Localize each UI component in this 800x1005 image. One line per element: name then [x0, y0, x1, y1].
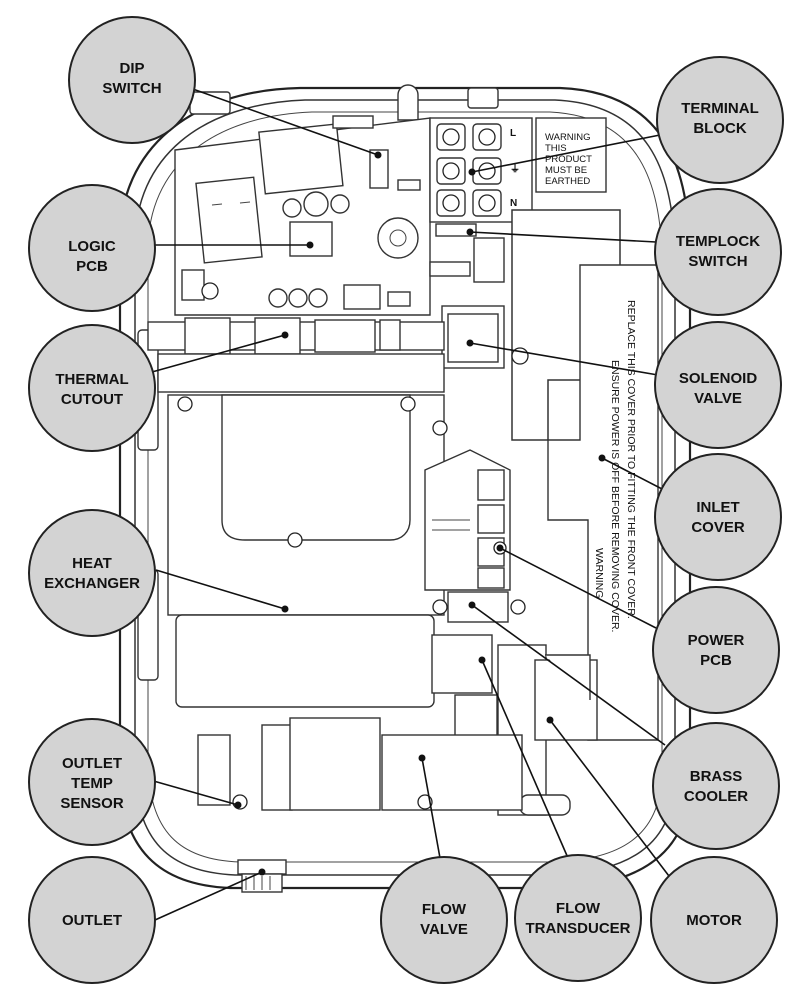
- callout-label-line: SOLENOID: [679, 370, 758, 387]
- earth-warning-label: WARNING THIS PRODUCT MUST BE EARTHED: [535, 117, 607, 193]
- solenoid-valve: [441, 305, 529, 369]
- callout-label-line: MOTOR: [686, 912, 742, 929]
- earth-warning-line-2: THIS: [545, 143, 567, 154]
- callout-label-line: INLET: [696, 499, 739, 516]
- callout-label-line: CUTOUT: [61, 391, 123, 408]
- inlet-cover: REPLACE THIS COVER PRIOR TO FITTING THE …: [511, 209, 659, 741]
- callout-label-line: COVER: [691, 519, 745, 536]
- earth-warning-line-3: PRODUCT: [545, 154, 592, 165]
- callout-label-line: SWITCH: [102, 80, 161, 97]
- callout-label-line: FLOW: [422, 901, 467, 918]
- callout-label-line: FLOW: [556, 900, 601, 917]
- callout-motor: MOTOR: [650, 856, 778, 984]
- outlet-assembly: [197, 717, 381, 893]
- callout-label-line: COOLER: [684, 788, 748, 805]
- callout-label-line: OUTLET: [62, 912, 122, 929]
- cover-warning-line-2: ENSURE POWER IS OFF BEFORE REMOVING COVE…: [609, 360, 621, 632]
- logic-pcb-board: [174, 115, 471, 316]
- callout-label-line: POWER: [688, 632, 745, 649]
- callout-solenoid-valve: SOLENOID VALVE: [654, 321, 782, 449]
- callout-thermal-cutout: THERMAL CUTOUT: [28, 324, 156, 452]
- earth-warning-line-5: EARTHED: [545, 176, 590, 187]
- terminal-block: L N ⏚: [429, 117, 533, 223]
- callout-label-line: VALVE: [420, 921, 468, 938]
- callout-label-line: DIP: [119, 60, 144, 77]
- callout-label-line: TEMP: [71, 775, 113, 792]
- callout-label-line: TRANSDUCER: [526, 920, 631, 937]
- callout-label-line: TEMPLOCK: [676, 233, 760, 250]
- callout-label-line: TERMINAL: [681, 100, 759, 117]
- terminal-neutral-label: N: [510, 198, 517, 209]
- callout-outlet-temp-sensor: OUTLET TEMP SENSOR: [28, 718, 156, 846]
- terminal-live-label: L: [510, 128, 516, 139]
- callout-label-line: BLOCK: [693, 120, 746, 137]
- earth-warning-line-1: WARNING: [545, 132, 591, 143]
- callout-label-line: PCB: [700, 652, 732, 669]
- callout-label-line: LOGIC: [68, 238, 116, 255]
- callout-label-line: SENSOR: [60, 795, 124, 812]
- leader-lines: [149, 87, 673, 921]
- callout-label-line: OUTLET: [62, 755, 122, 772]
- cover-warning-line-3: REPLACE THIS COVER PRIOR TO FITTING THE …: [625, 300, 637, 619]
- callout-label-line: THERMAL: [55, 371, 128, 388]
- callout-label-line: EXCHANGER: [44, 575, 140, 592]
- cover-warning-line-1: WARNING: [593, 548, 605, 598]
- callout-flow-valve: FLOW VALVE: [380, 856, 508, 984]
- callout-flow-transducer: FLOW TRANSDUCER: [514, 854, 642, 982]
- callout-label-line: SWITCH: [688, 253, 747, 270]
- power-pcb: [424, 449, 511, 591]
- earth-symbol-icon: ⏚: [510, 163, 520, 175]
- callout-outlet: OUTLET: [28, 856, 156, 984]
- callout-logic-pcb: LOGIC PCB: [28, 184, 156, 312]
- flow-valve: [381, 734, 523, 811]
- callout-terminal-block: TERMINAL BLOCK: [656, 56, 784, 184]
- earth-warning-line-4: MUST BE: [545, 165, 587, 176]
- callout-brass-cooler: BRASS COOLER: [652, 722, 780, 850]
- thermal-cutout-strip: [147, 317, 445, 355]
- callout-label-line: BRASS: [690, 768, 743, 785]
- callout-label-line: HEAT: [72, 555, 112, 572]
- heat-exchanger: [157, 353, 448, 708]
- callout-power-pcb: POWER PCB: [652, 586, 780, 714]
- callout-templock-switch: TEMPLOCK SWITCH: [654, 188, 782, 316]
- templock-switch: [435, 223, 505, 283]
- callout-inlet-cover: INLET COVER: [654, 453, 782, 581]
- callout-dip-switch: DIP SWITCH: [68, 16, 196, 144]
- callout-heat-exchanger: HEAT EXCHANGER: [28, 509, 156, 637]
- callout-label-line: PCB: [76, 258, 108, 275]
- callout-label-line: VALVE: [694, 390, 742, 407]
